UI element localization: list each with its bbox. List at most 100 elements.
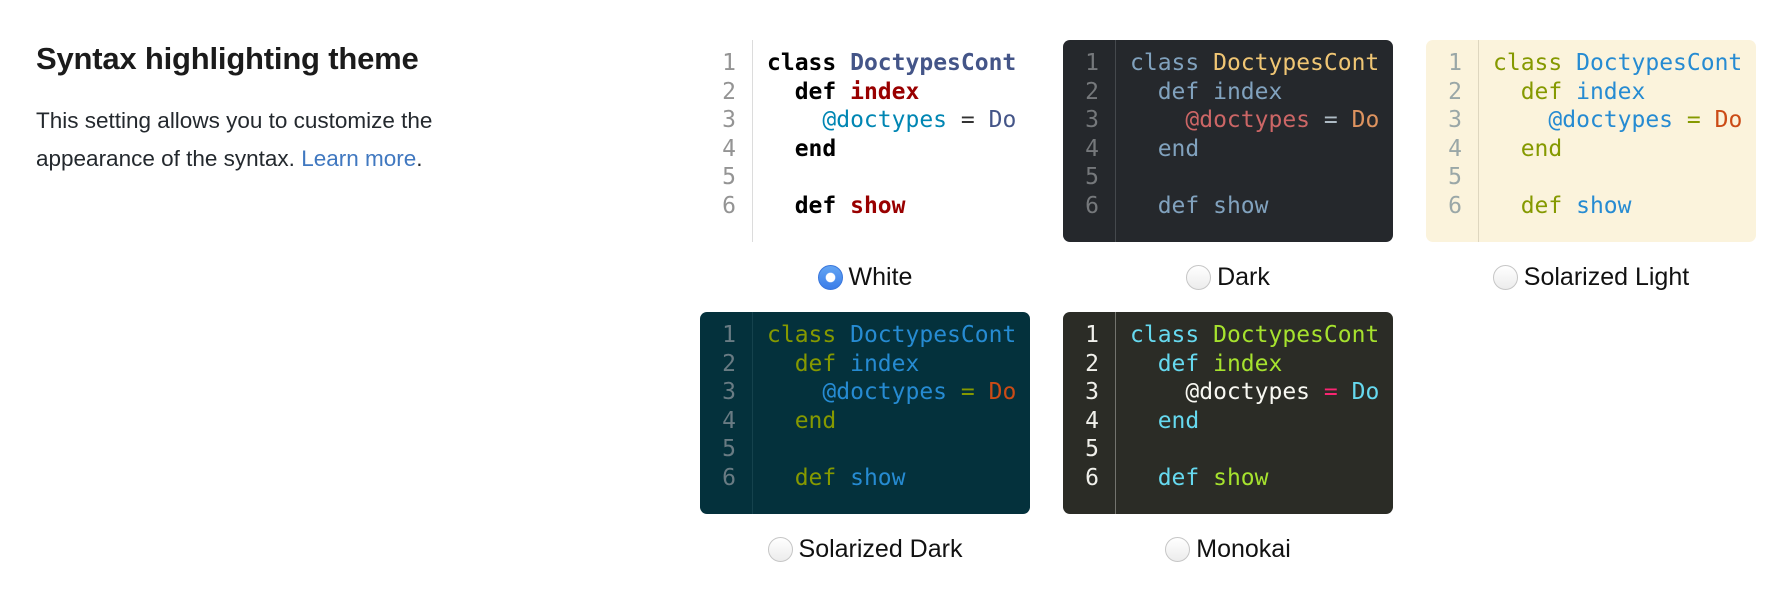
token-sp — [1199, 193, 1213, 219]
code-line: 6 def show — [700, 464, 1030, 493]
line-number: 1 — [1085, 50, 1099, 76]
token-kw: class — [767, 322, 837, 348]
description-period: . — [416, 145, 423, 171]
token-fn: show — [1213, 192, 1269, 219]
code-line: 4 end — [1063, 135, 1393, 164]
code-line: 1 class DoctypesCont — [1063, 49, 1393, 78]
token-sp — [1338, 107, 1352, 133]
code-line: 4 end — [700, 407, 1030, 436]
token-kw: end — [1520, 135, 1563, 162]
theme-option-monokai[interactable]: Monokai — [1063, 514, 1393, 568]
line-number: 2 — [722, 78, 736, 105]
code-line: 4 end — [1063, 407, 1393, 436]
code-content: end — [1130, 407, 1393, 436]
code-content: def index — [767, 78, 1030, 107]
token-sp — [1562, 79, 1576, 105]
theme-option-white[interactable]: White — [700, 242, 1030, 296]
code-content: class DoctypesCont — [1130, 49, 1393, 78]
theme-option-solarized-light[interactable]: Solarized Light — [1426, 242, 1756, 296]
token-kw: def — [1520, 78, 1563, 105]
token-sp — [1493, 136, 1521, 162]
gutter-separator — [1478, 40, 1479, 242]
token-sp — [767, 193, 795, 219]
token-kw: class — [767, 50, 837, 76]
token-fn: show — [850, 464, 906, 491]
code-line: 3 @doctypes = Do — [700, 106, 1030, 135]
code-line: 6 def show — [1063, 464, 1393, 493]
line-number: 4 — [1085, 135, 1099, 162]
line-number: 6 — [1085, 464, 1099, 491]
gutter-separator — [1115, 40, 1116, 242]
token-op: = — [960, 107, 975, 133]
code-line: 4 end — [1426, 135, 1756, 164]
token-co: Do — [1714, 107, 1743, 133]
token-kw: def — [794, 464, 837, 491]
token-sp — [1199, 351, 1213, 377]
line-number: 4 — [1085, 407, 1099, 434]
token-sp — [1130, 351, 1158, 377]
token-sp — [1673, 107, 1687, 133]
line-number: 2 — [722, 350, 736, 377]
setting-description: This setting allows you to customize the… — [36, 102, 514, 177]
code-line: 3 @doctypes = Do — [700, 378, 1030, 407]
token-sp — [1338, 379, 1352, 405]
radio-monokai[interactable] — [1165, 536, 1191, 562]
radio-solarized-dark[interactable] — [767, 536, 793, 562]
line-number: 6 — [1448, 192, 1462, 219]
code-line: 3 @doctypes = Do — [1063, 378, 1393, 407]
token-fn: show — [850, 192, 906, 219]
token-sp — [767, 351, 795, 377]
radio-label-dark: Dark — [1217, 263, 1270, 291]
theme-option-solarized-dark[interactable]: Solarized Dark — [700, 514, 1030, 568]
line-number: 3 — [1085, 107, 1099, 133]
line-number: 6 — [722, 192, 736, 219]
token-sp — [767, 379, 822, 405]
line-number: 2 — [1085, 78, 1099, 105]
code-content: def show — [767, 464, 1030, 493]
token-kw: def — [1157, 350, 1200, 377]
token-sp — [767, 107, 822, 133]
token-sp — [947, 107, 961, 133]
token-co: Do — [1351, 379, 1380, 405]
gutter-separator — [752, 312, 753, 514]
token-iv: @doctypes — [1185, 107, 1311, 133]
code-content: @doctypes = Do — [1130, 106, 1393, 135]
grid-spacer — [1426, 514, 1756, 584]
code-line: 5 — [1426, 163, 1756, 192]
token-sp — [975, 107, 989, 133]
token-kw: end — [794, 407, 837, 434]
code-line: 2 def index — [700, 350, 1030, 379]
grid-spacer — [1426, 312, 1756, 514]
code-content: def show — [767, 192, 1030, 221]
code-content: end — [767, 407, 1030, 436]
radio-dark[interactable] — [1186, 264, 1212, 290]
token-sp — [767, 408, 795, 434]
code-line: 6 def show — [1426, 192, 1756, 221]
radio-label-solarized-dark: Solarized Dark — [798, 535, 963, 563]
learn-more-link[interactable]: Learn more — [301, 145, 417, 171]
radio-white-selected[interactable] — [817, 264, 843, 290]
token-co: Do — [988, 379, 1017, 405]
token-kw: def — [1520, 192, 1563, 219]
code-line: 5 — [700, 435, 1030, 464]
token-fn: index — [1576, 78, 1646, 105]
description-text: This setting allows you to customize the… — [36, 108, 433, 171]
token-sp — [975, 379, 989, 405]
code-line: 2 def index — [700, 78, 1030, 107]
code-line: 2 def index — [1063, 350, 1393, 379]
token-sp — [1199, 465, 1213, 491]
token-fn: index — [1213, 78, 1283, 105]
token-sp — [1310, 379, 1324, 405]
radio-label-solarized-light: Solarized Light — [1523, 263, 1690, 291]
theme-option-dark[interactable]: Dark — [1063, 242, 1393, 296]
settings-text-column: Syntax highlighting theme This setting a… — [36, 40, 514, 177]
radio-solarized-light[interactable] — [1492, 264, 1518, 290]
